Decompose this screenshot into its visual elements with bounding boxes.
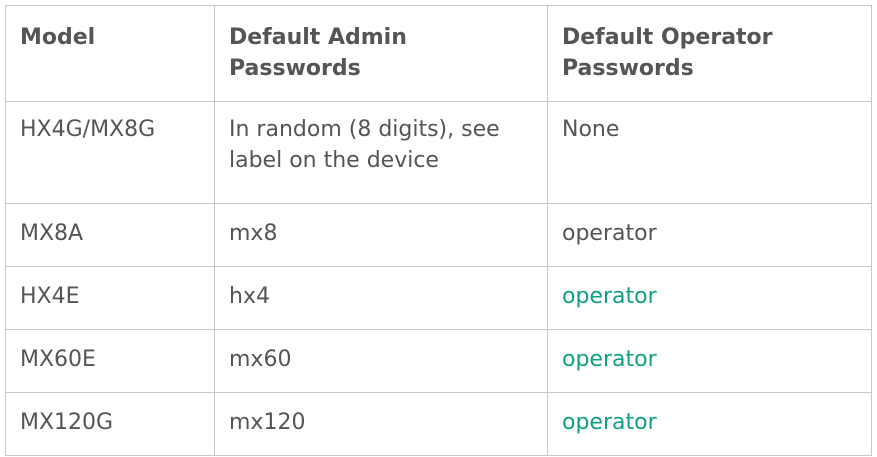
cell-model: HX4G/MX8G: [5, 101, 215, 204]
cell-operator-password: None: [547, 101, 872, 204]
cell-model: MX120G: [5, 392, 215, 456]
cell-model: MX60E: [5, 329, 215, 393]
header-model: Model: [5, 5, 215, 102]
table-row: HX4E hx4 operator: [5, 266, 872, 330]
cell-operator-password: operator: [547, 266, 872, 330]
table-header-row: Model Default Admin Passwords Default Op…: [5, 5, 872, 102]
cell-operator-password: operator: [547, 392, 872, 456]
cell-model: HX4E: [5, 266, 215, 330]
password-table: Model Default Admin Passwords Default Op…: [5, 5, 872, 456]
table-row: MX120G mx120 operator: [5, 392, 872, 456]
cell-admin-password: In random (8 digits), see label on the d…: [214, 101, 548, 204]
header-admin-passwords: Default Admin Passwords: [214, 5, 548, 102]
cell-admin-password: mx60: [214, 329, 548, 393]
header-operator-passwords: Default Operator Passwords: [547, 5, 872, 102]
cell-admin-password: hx4: [214, 266, 548, 330]
table-row: MX60E mx60 operator: [5, 329, 872, 393]
cell-operator-password: operator: [547, 203, 872, 267]
cell-admin-password: mx8: [214, 203, 548, 267]
cell-admin-password: mx120: [214, 392, 548, 456]
table-row: HX4G/MX8G In random (8 digits), see labe…: [5, 101, 872, 204]
cell-operator-password: operator: [547, 329, 872, 393]
table-row: MX8A mx8 operator: [5, 203, 872, 267]
cell-model: MX8A: [5, 203, 215, 267]
